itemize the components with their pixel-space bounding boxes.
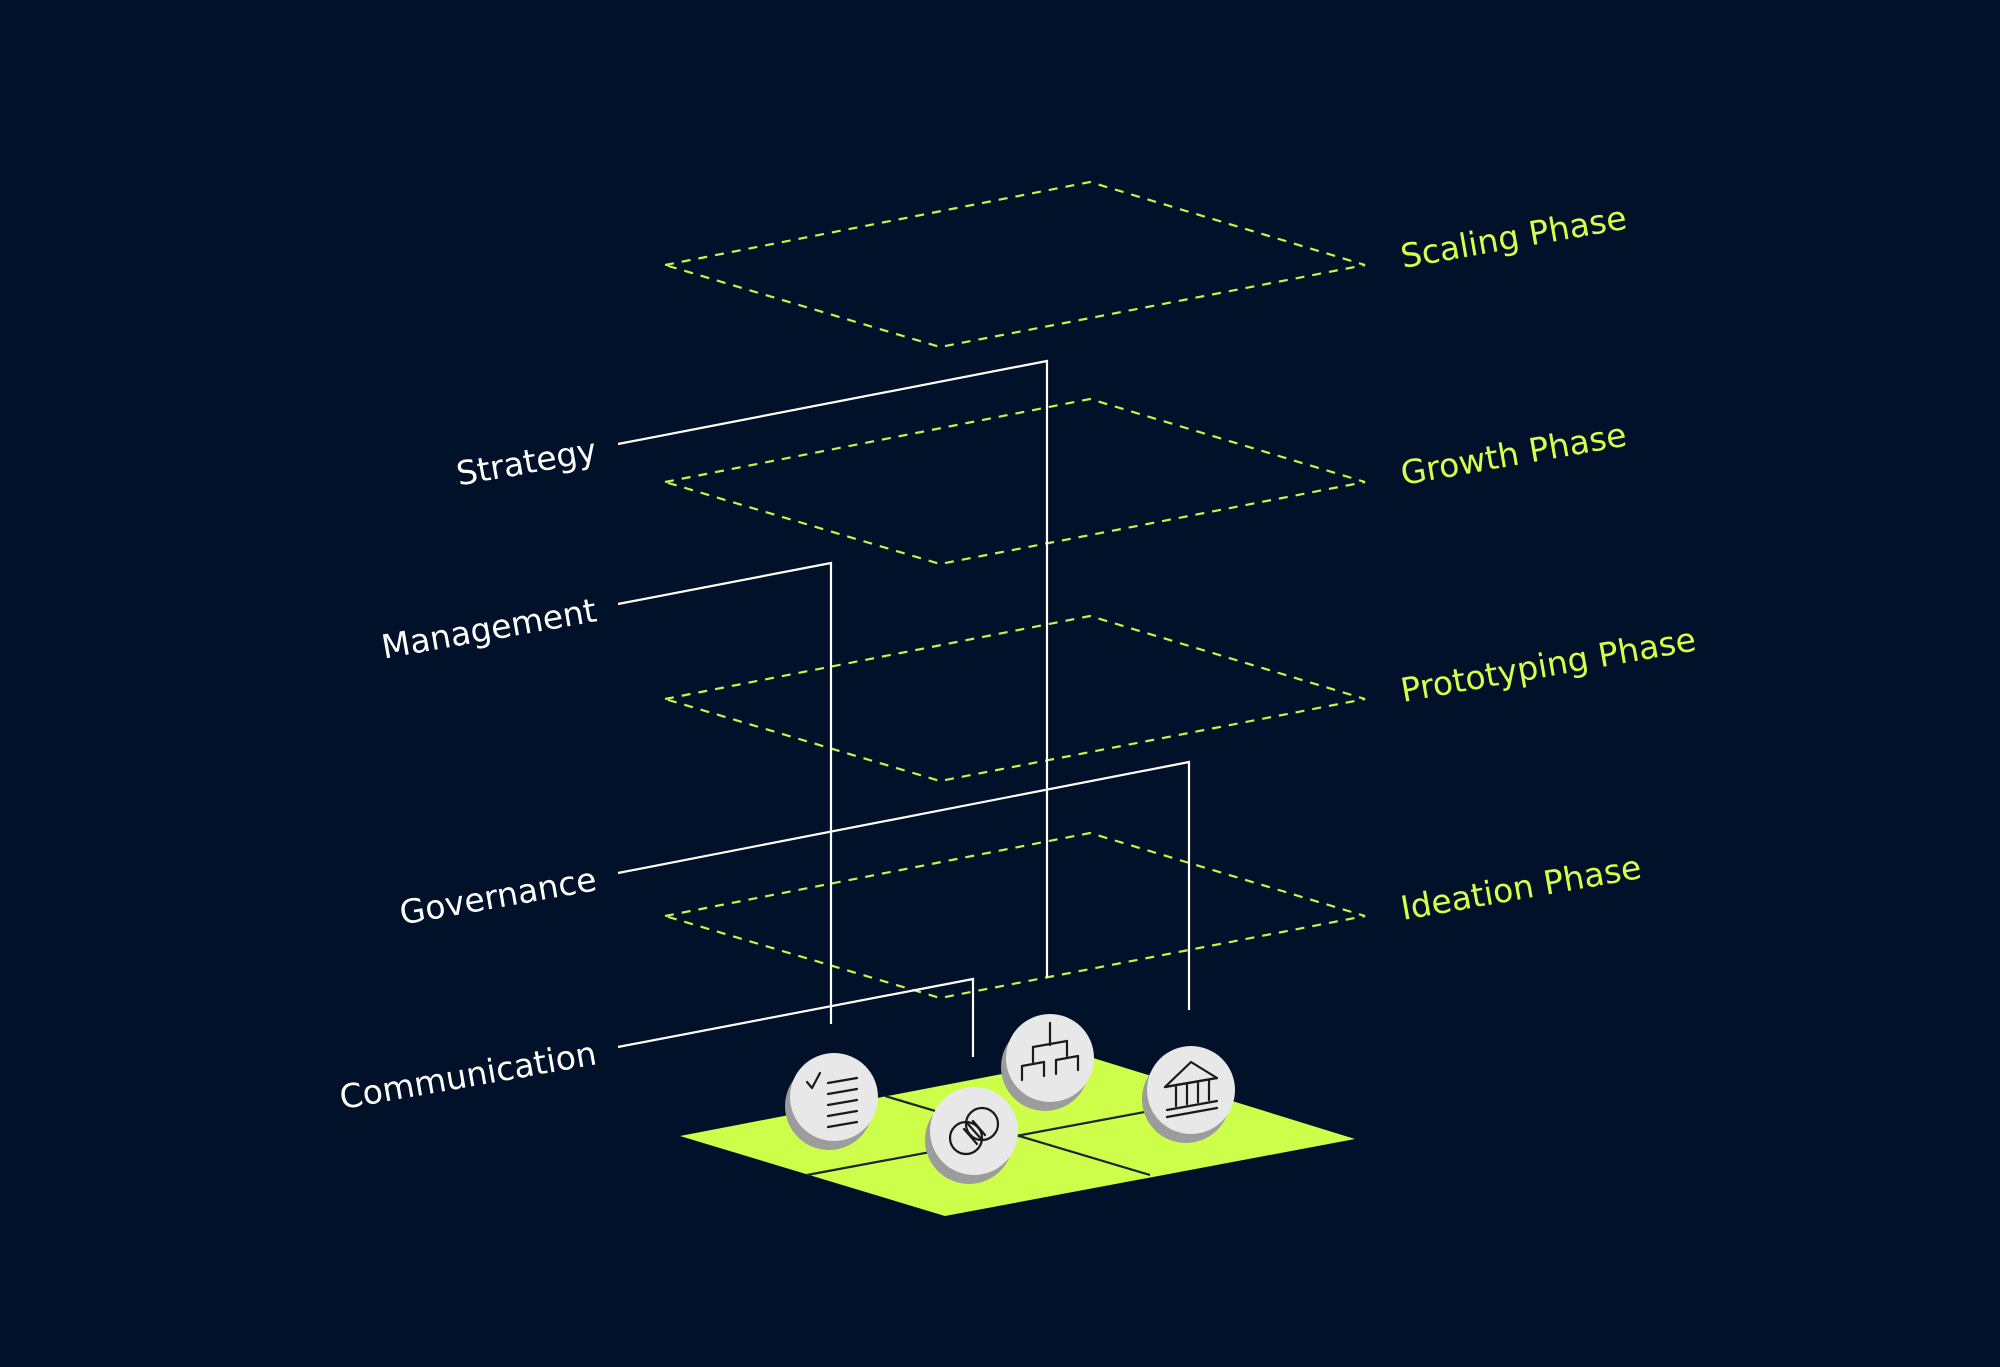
org-chart-icon: [1020, 1021, 1080, 1082]
ideation-phase-plane: [664, 831, 1366, 1000]
prototyping-phase-plane: [664, 614, 1366, 783]
leader-lines: [617, 359, 1191, 1057]
pillar-label-governance: Governance: [397, 859, 600, 932]
overlapping-circles-icon: [948, 1106, 1000, 1156]
management-leader-line: [617, 561, 833, 1024]
overlapping-circles-coin: [925, 1087, 1018, 1184]
checklist-coin: [785, 1053, 878, 1150]
growth-phase-plane: [664, 397, 1366, 566]
governance-leader-line: [617, 760, 1191, 1010]
pillar-label-strategy: Strategy: [453, 430, 599, 493]
phase-label-ideation: Ideation Phase: [1398, 847, 1645, 928]
phase-labels: Scaling Phase Growth Phase Prototyping P…: [1398, 198, 1699, 928]
checklist-icon: [805, 1071, 859, 1129]
phase-label-prototyping: Prototyping Phase: [1398, 620, 1699, 710]
org-chart-coin: [1001, 1014, 1094, 1111]
institution-coin: [1142, 1046, 1235, 1143]
institution-icon: [1163, 1060, 1219, 1119]
communication-leader-line: [617, 977, 975, 1057]
phase-label-growth: Growth Phase: [1398, 415, 1630, 493]
pillar-label-communication: Communication: [336, 1033, 599, 1117]
scaling-phase-plane: [664, 180, 1366, 349]
strategy-leader-line: [617, 359, 1049, 978]
phase-label-scaling: Scaling Phase: [1398, 198, 1630, 276]
phase-planes: [664, 180, 1366, 1000]
pillar-label-management: Management: [379, 590, 600, 666]
pillar-labels: Strategy Management Governance Communica…: [336, 430, 599, 1117]
